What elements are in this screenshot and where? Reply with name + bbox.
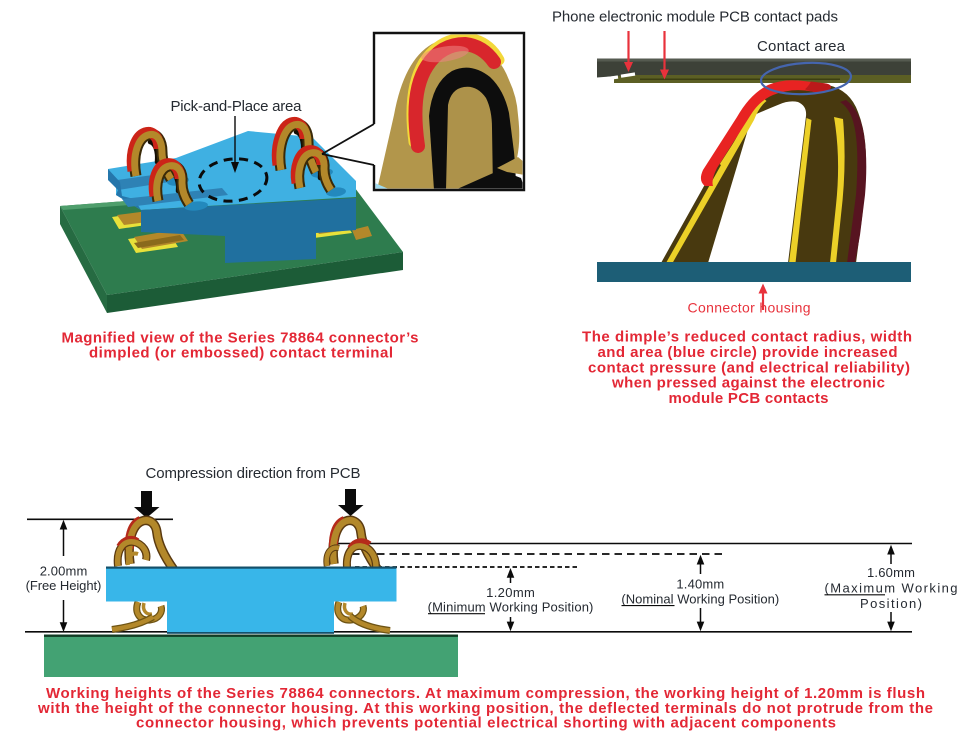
svg-text:module PCB contacts: module PCB contacts bbox=[669, 390, 829, 407]
svg-text:Contact area: Contact area bbox=[757, 38, 846, 55]
svg-text:when pressed against the elect: when pressed against the electronic bbox=[611, 375, 885, 392]
svg-text:Connector housing: Connector housing bbox=[688, 300, 811, 316]
svg-text:Position): Position) bbox=[860, 596, 922, 611]
svg-text:dimpled (or embossed) contact: dimpled (or embossed) contact terminal bbox=[89, 345, 393, 362]
svg-text:(Free Height): (Free Height) bbox=[26, 578, 102, 593]
svg-text:(Nominal Working Position): (Nominal Working Position) bbox=[621, 591, 779, 606]
svg-text:The dimple’s reduced contact r: The dimple’s reduced contact radius, wid… bbox=[582, 329, 912, 346]
svg-text:Magnified view of the Series 7: Magnified view of the Series 78864 conne… bbox=[62, 330, 419, 347]
svg-text:1.60mm: 1.60mm bbox=[867, 565, 915, 580]
svg-text:Pick-and-Place area: Pick-and-Place area bbox=[171, 98, 303, 115]
svg-text:1.20mm: 1.20mm bbox=[486, 585, 535, 600]
svg-text:(Minimum Working Position): (Minimum Working Position) bbox=[428, 600, 594, 615]
svg-text:2.00mm: 2.00mm bbox=[40, 563, 88, 578]
svg-text:Phone electronic module PCB co: Phone electronic module PCB contact pads bbox=[552, 9, 838, 26]
svg-text:(Maximum Working: (Maximum Working bbox=[825, 581, 958, 596]
svg-text:contact pressure (and electric: contact pressure (and electrical reliabi… bbox=[588, 359, 910, 376]
svg-text:connector housing, which preve: connector housing, which prevents potent… bbox=[136, 715, 836, 732]
svg-text:with the height of the connect: with the height of the connector housing… bbox=[37, 700, 933, 717]
svg-text:Working heights of the Series: Working heights of the Series 78864 conn… bbox=[46, 685, 925, 702]
svg-text:1.40mm: 1.40mm bbox=[676, 576, 724, 591]
svg-text:and area (blue circle) provide: and area (blue circle) provide increased bbox=[598, 344, 898, 361]
svg-text:Compression direction from PCB: Compression direction from PCB bbox=[146, 465, 361, 482]
